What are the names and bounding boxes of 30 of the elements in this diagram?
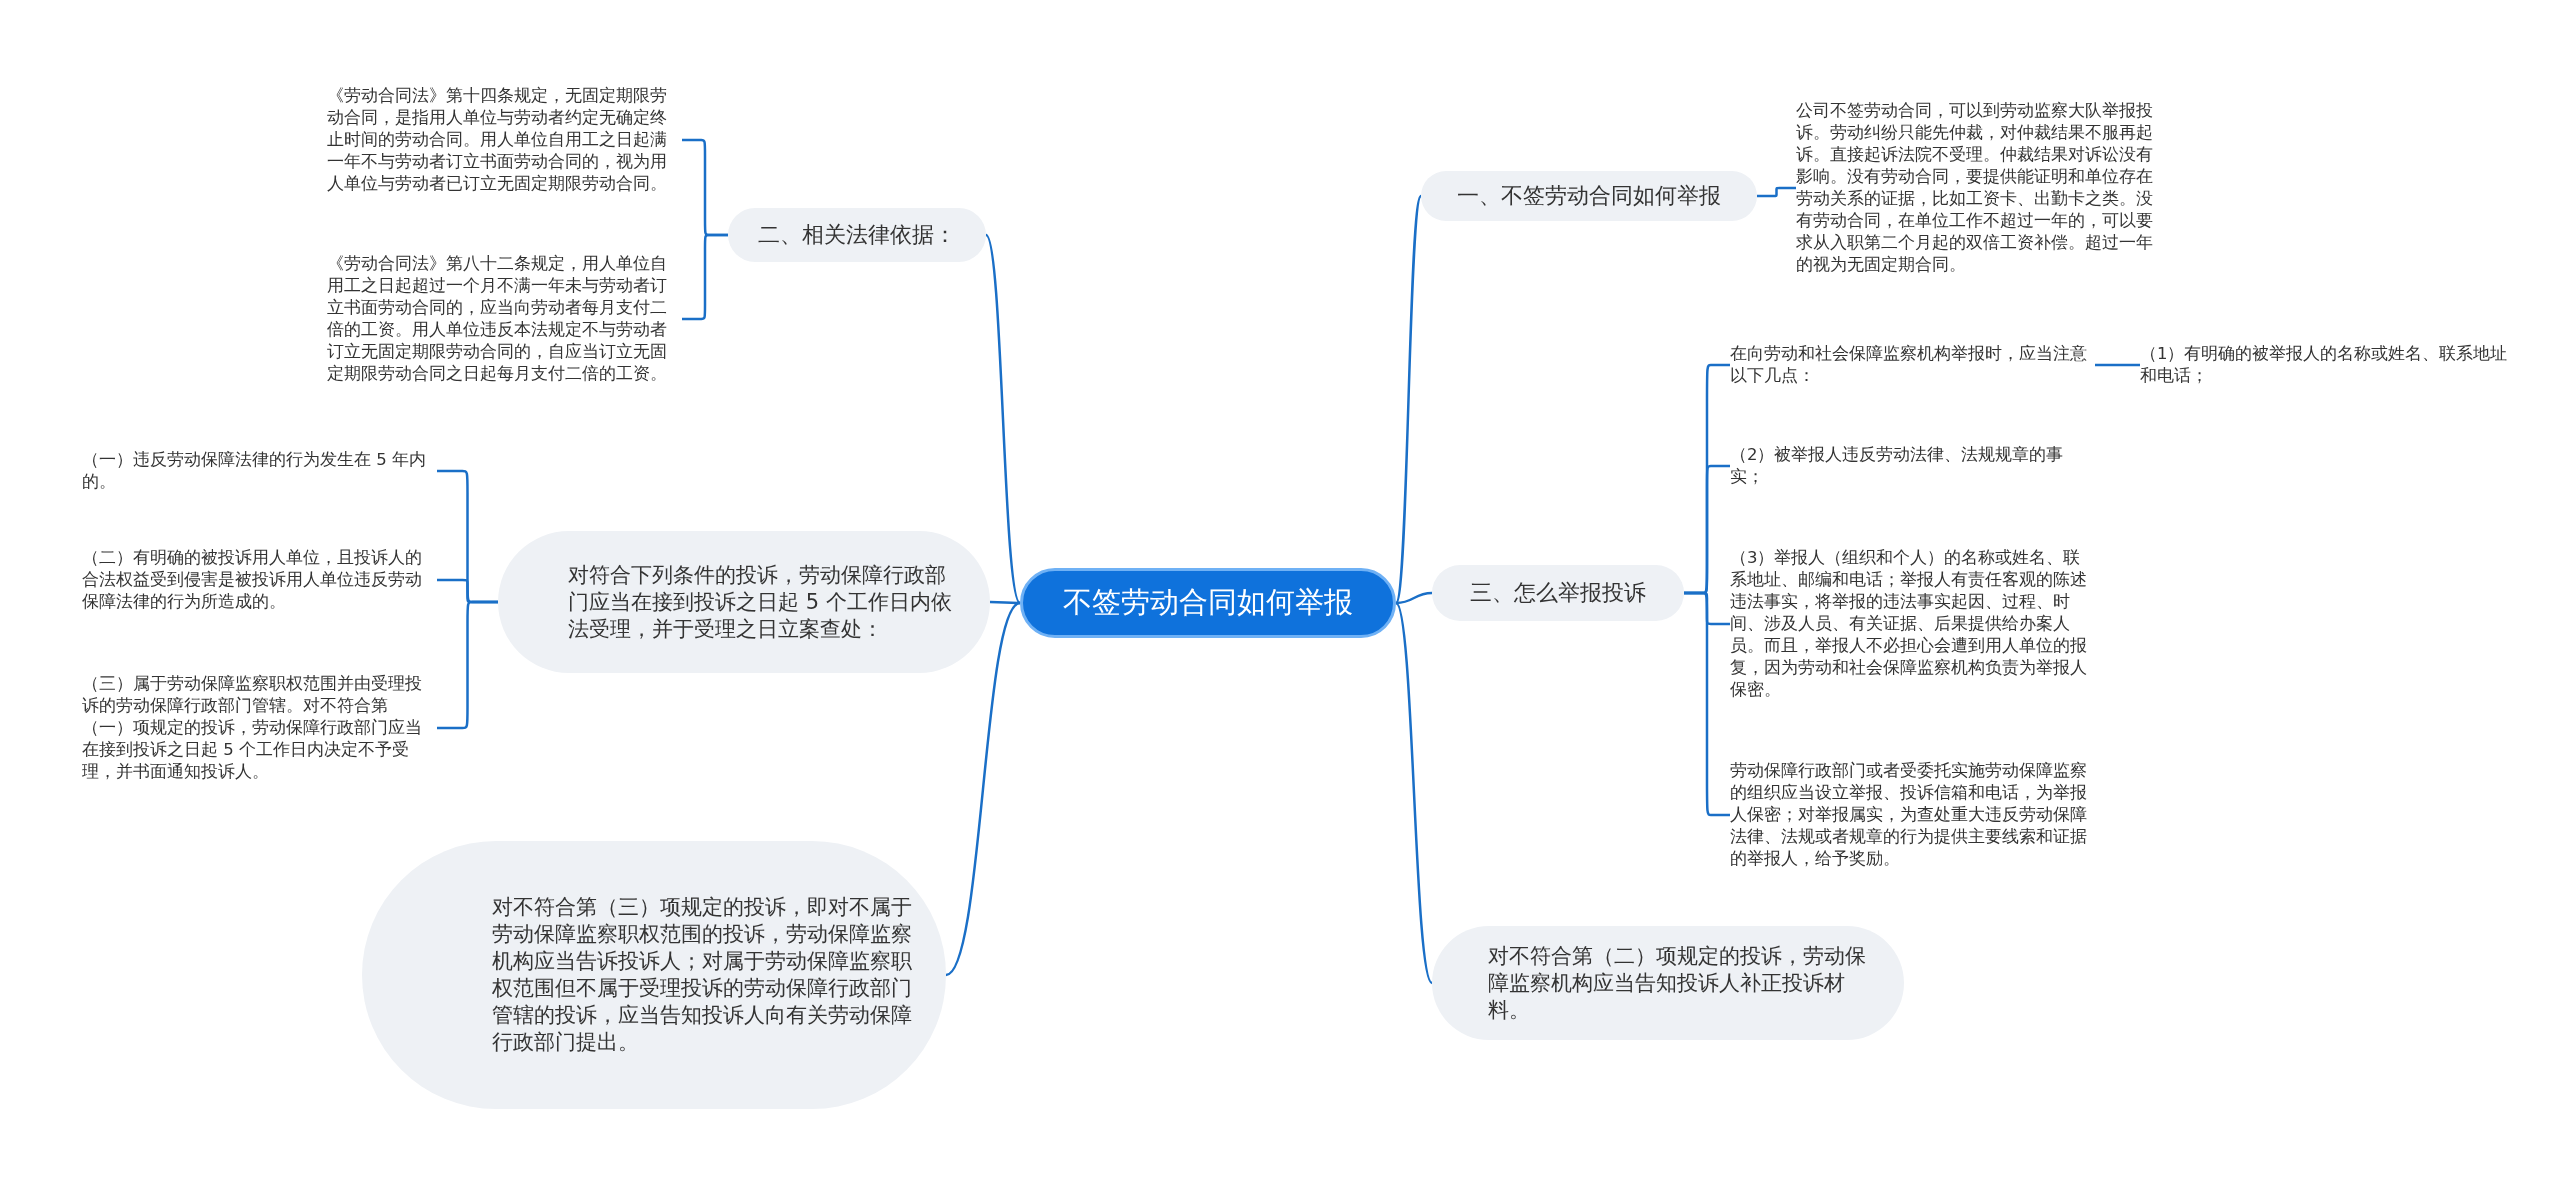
connector-line xyxy=(1394,602,1434,984)
node-text: 不签劳动合同如何举报 xyxy=(1063,584,1353,621)
note-text: 《劳动合同法》第十四条规定，无固定期限劳动合同，是指用人单位与劳动者约定无确定终止时间的劳动合同。用人单位自用工之日起满一年不与劳动者订立书面劳动合同的，视为用人单位与劳动者已订立无固定期限劳动合同。 xyxy=(327,85,668,195)
branch-topic-node xyxy=(728,208,986,262)
branch-topic-node xyxy=(1432,565,1684,621)
connector-line xyxy=(2095,363,2140,367)
node-text: 对符合下列条件的投诉，劳动保障行政部门应当在接到投诉之日起 5 个工作日内依法受理，并于受理之日立案查处： xyxy=(568,561,953,643)
node-text: 对不符合第（二）项规定的投诉，劳动保障监察机构应当告知投诉人补正投诉材料。 xyxy=(1488,942,1867,1024)
note-text: （2）被举报人违反劳动法律、法规规章的事实； xyxy=(1730,444,2065,488)
note-text: （1）有明确的被举报人的名称或姓名、联系地址和电话； xyxy=(2140,343,2509,387)
branch-topic-node xyxy=(1421,171,1757,221)
node-text: 三、怎么举报投诉 xyxy=(1470,579,1646,607)
node-text: 对不符合第（三）项规定的投诉，即对不属于劳动保障监察职权范围的投诉，劳动保障监察机构应当告诉投诉人；对属于劳动保障监察职权范围但不属于受理投诉的劳动保障行政部门管辖的投诉，应当告知投诉人向有关劳动保障行政部门提出。 xyxy=(492,894,913,1056)
note-text: （3）举报人（组织和个人）的名称或姓名、联系地址、邮编和电话；举报人有责任客观的陈述违法事实，将举报的违法事实起因、过程、时间、涉及人员、有关证据、后果提供给办案人员。而且，举报人不必担心会遭到用人单位的报复，因为劳动和社会保障监察机构负责为举报人保密。 xyxy=(1730,547,2088,701)
connector-line xyxy=(1757,186,1796,198)
connector-line xyxy=(1394,195,1423,604)
node-text: 一、不签劳动合同如何举报 xyxy=(1457,182,1721,210)
note-text: 公司不签劳动合同，可以到劳动监察大队举报投诉。劳动纠纷只能先仲裁，对仲裁结果不服再起诉。直接起诉法院不受理。仲裁结果对诉讼没有影响。没有劳动合同，要提供能证明和单位存在劳动关系的证据，比如工资卡、出勤卡之类。没有劳动合同，在单位工作不超过一年的，可以要求从入职第二个月起的双倍工资补偿。超过一年的视为无固定期合同。 xyxy=(1796,100,2154,276)
note-text: （一）违反劳动保障法律的行为发生在 5 年内的。 xyxy=(82,449,427,493)
note-text: 劳动保障行政部门或者受委托实施劳动保障监察的组织应当设立举报、投诉信箱和电话，为举报人保密；对举报属实，为查处重大违反劳动保障法律、法规或者规章的行为提供主要线索和证据的举报人，给予奖励。 xyxy=(1730,760,2088,870)
note-text: 在向劳动和社会保障监察机构举报时，应当注意以下几点： xyxy=(1730,343,2088,387)
root-topic-node xyxy=(1020,568,1396,638)
connector-line xyxy=(990,600,1020,605)
note-text: 《劳动合同法》第八十二条规定，用人单位自用工之日起超过一个月不满一年未与劳动者订立书面劳动合同的，应当向劳动者每月支付二倍的工资。用人单位违反本法规定不与劳动者订立无固定期限劳动合同的，自应当订立无固定期限劳动合同之日起每月支付二倍的工资。 xyxy=(327,253,668,385)
node-text: 二、相关法律依据： xyxy=(758,221,956,249)
connector-line xyxy=(984,234,1022,604)
connector-line xyxy=(945,602,1021,976)
note-text: （三）属于劳动保障监察职权范围并由受理投诉的劳动保障行政部门管辖。对不符合第（一）项规定的投诉，劳动保障行政部门应当在接到投诉之日起 5 个工作日内决定不予受理，并书面通知投诉人。 xyxy=(82,673,423,783)
note-text: （二）有明确的被投诉用人单位，且投诉人的合法权益受到侵害是被投诉用人单位违反劳动保障法律的行为所造成的。 xyxy=(82,547,423,613)
connector-line xyxy=(1395,591,1433,605)
